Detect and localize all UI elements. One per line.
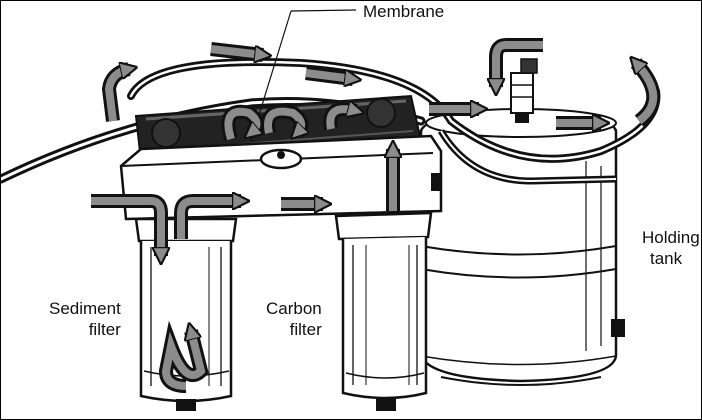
flow-arrow-icon (91, 38, 661, 393)
membrane-label: Membrane (363, 1, 444, 22)
sediment-filter-label-line2: filter (88, 320, 121, 339)
holding-tank-label-line2: tank (650, 249, 683, 268)
carbon-filter-housing (334, 211, 433, 411)
sediment-filter-label-line1: Sediment (49, 299, 121, 318)
carbon-filter-label: Carbon filter (266, 298, 322, 340)
holding-tank-label-line1: Holding (642, 228, 700, 247)
carbon-filter-label-line1: Carbon (266, 299, 322, 318)
sediment-filter-label: Sediment filter (49, 298, 121, 340)
tank-valve (510, 58, 538, 123)
carbon-filter-label-line2: filter (289, 320, 322, 339)
holding-tank-label: Holding tank (642, 227, 700, 269)
membrane-label-text: Membrane (363, 2, 445, 21)
